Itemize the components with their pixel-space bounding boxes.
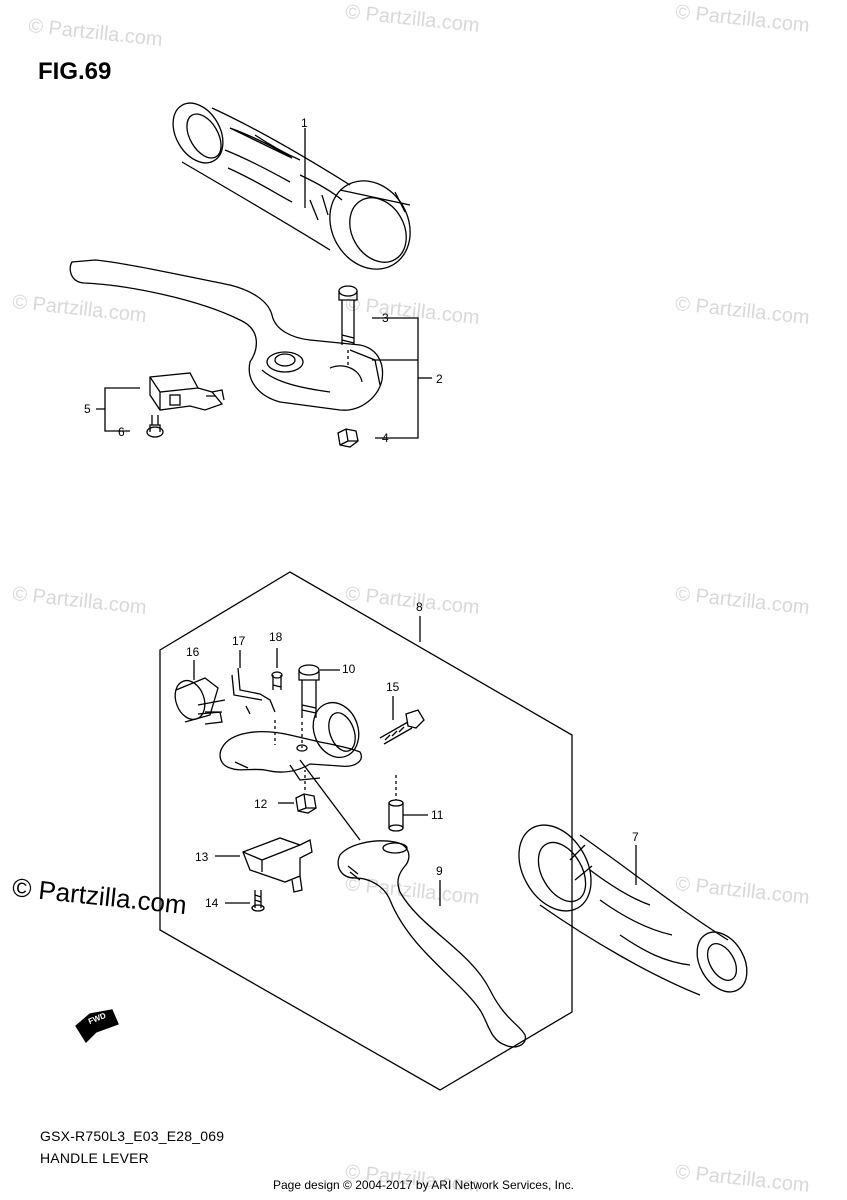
figure-title: FIG.69 — [38, 58, 112, 85]
throttle-grip[interactable] — [163, 94, 426, 284]
leader-line — [299, 759, 361, 841]
callout-4: 4 — [382, 431, 389, 445]
fwd-arrow-icon — [75, 1009, 119, 1044]
switch-bracket[interactable] — [231, 667, 276, 715]
callout-18: 18 — [269, 630, 283, 644]
callout-16: 16 — [186, 645, 200, 659]
page-footer: Page design © 2004-2017 by ARI Network S… — [272, 1178, 574, 1192]
screw[interactable] — [251, 890, 265, 912]
clutch-lever[interactable] — [337, 840, 527, 1048]
callout-6: 6 — [118, 425, 125, 439]
callout-15: 15 — [386, 680, 400, 694]
callout-3: 3 — [382, 311, 389, 325]
callout-7: 7 — [632, 830, 639, 844]
callout-12: 12 — [254, 797, 268, 811]
adjuster-knob[interactable] — [170, 676, 226, 725]
bolt[interactable] — [379, 709, 425, 745]
screw[interactable] — [146, 415, 164, 438]
callout-1: 1 — [301, 116, 308, 130]
callout-13: 13 — [195, 850, 209, 864]
figure-name: HANDLE LEVER — [40, 1150, 149, 1166]
lever-perch[interactable] — [219, 696, 366, 781]
left-grip[interactable] — [504, 812, 757, 1001]
callout-11: 11 — [431, 808, 444, 822]
callout-14: 14 — [205, 896, 219, 910]
pivot-bolt[interactable] — [298, 664, 320, 718]
nut[interactable] — [295, 793, 317, 814]
assembly-outline — [159, 571, 573, 1091]
callout-2: 2 — [436, 372, 443, 386]
callout-8: 8 — [416, 600, 423, 614]
clutch-switch[interactable] — [242, 837, 313, 893]
bushing[interactable] — [388, 799, 404, 832]
figure-code: GSX-R750L3_E03_E28_069 — [40, 1128, 225, 1144]
callout-17: 17 — [232, 634, 246, 648]
bracket — [96, 387, 140, 432]
callout-5: 5 — [84, 402, 91, 416]
pivot-bolt[interactable] — [338, 285, 358, 345]
brake-switch[interactable] — [149, 372, 225, 411]
nut[interactable] — [337, 428, 359, 448]
small-screw[interactable] — [271, 671, 283, 690]
callout-10: 10 — [342, 662, 356, 676]
callout-9: 9 — [436, 864, 443, 878]
